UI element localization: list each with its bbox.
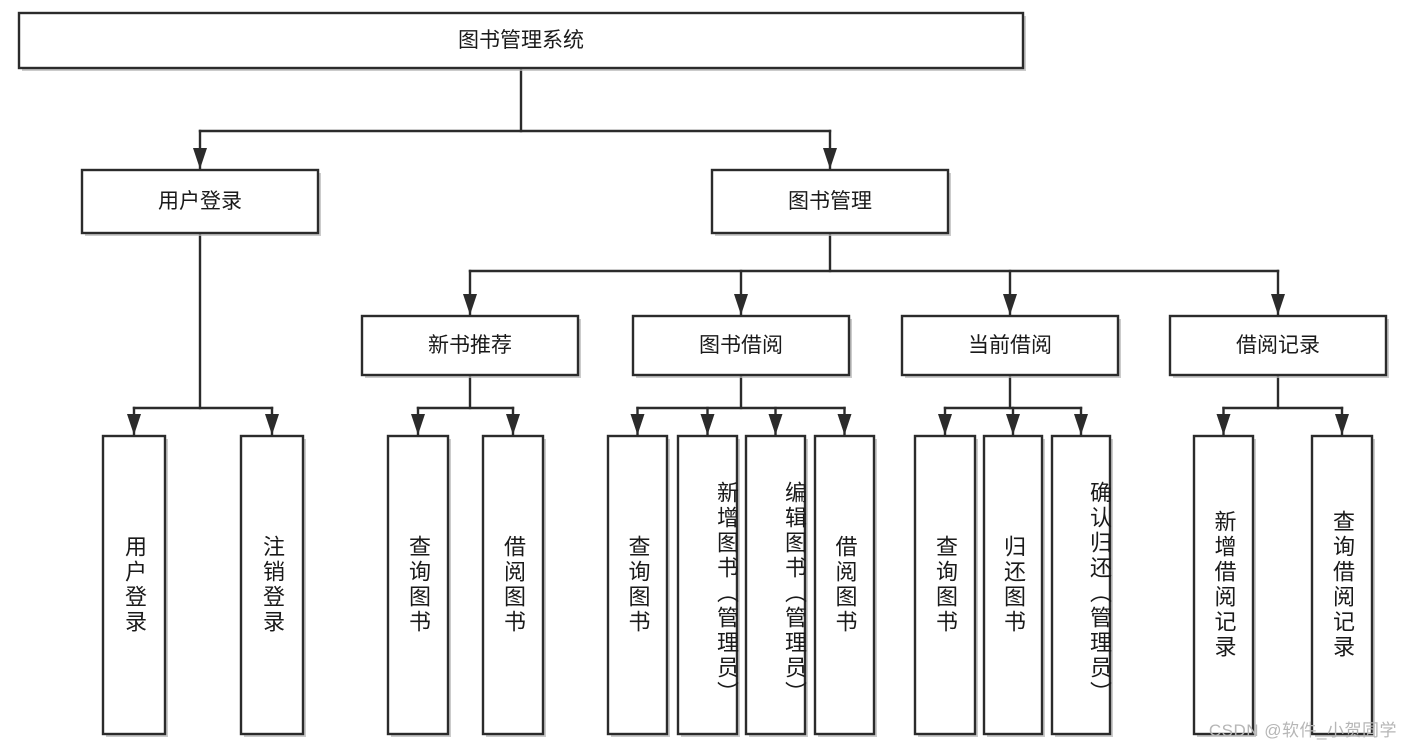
arrow-to-borrow-record — [1271, 294, 1285, 315]
arrow-to-leaf-query-book — [630, 414, 645, 435]
node-box-root[interactable] — [17, 11, 1025, 70]
node-label-user-login: 用户登录 — [158, 190, 242, 213]
node-box-leaf-return-book[interactable] — [982, 434, 1044, 736]
node-box-borrow-record[interactable] — [1168, 314, 1388, 377]
node-box-leaf-query-book-cur[interactable] — [913, 434, 977, 736]
node-label-borrow-record: 借阅记录 — [1236, 334, 1320, 357]
node-box-leaf-user-login[interactable] — [101, 434, 167, 736]
arrow-to-new-book-rec — [463, 294, 477, 315]
edges-layer — [127, 66, 1349, 436]
node-label-book-manage: 图书管理 — [788, 190, 872, 213]
node-box-new-book-rec[interactable] — [360, 314, 580, 377]
node-box-leaf-edit-book[interactable] — [744, 434, 807, 736]
arrow-to-leaf-query-book-rec — [411, 414, 425, 435]
node-box-leaf-query-record[interactable] — [1310, 434, 1374, 736]
node-box-book-manage[interactable] — [710, 168, 950, 235]
node-box-leaf-add-record[interactable] — [1192, 434, 1255, 736]
arrow-to-leaf-return-book — [1006, 414, 1020, 435]
arrow-to-current-borrow — [1003, 294, 1017, 315]
node-box-leaf-borrow-book-rec[interactable] — [481, 434, 545, 736]
node-box-leaf-query-book-rec[interactable] — [386, 434, 450, 736]
arrow-to-leaf-borrow-book — [837, 414, 852, 435]
node-box-leaf-query-book[interactable] — [606, 434, 669, 736]
arrow-to-user-login — [193, 148, 207, 169]
arrow-to-book-manage — [823, 148, 837, 169]
arrow-to-leaf-borrow-book-rec — [506, 414, 520, 435]
node-label-new-book-rec: 新书推荐 — [428, 334, 512, 357]
arrow-to-leaf-edit-book — [768, 414, 783, 435]
node-box-leaf-user-logout[interactable] — [239, 434, 305, 736]
csdn-watermark: CSDN @软件_小贺同学 — [1208, 721, 1397, 740]
node-label-book-borrow: 图书借阅 — [699, 334, 783, 357]
boxes-layer — [17, 11, 1389, 737]
node-box-leaf-confirm-return[interactable] — [1050, 434, 1112, 736]
arrow-to-leaf-query-book-cur — [938, 414, 952, 435]
arrow-to-leaf-add-book — [700, 414, 715, 435]
arrow-to-leaf-add-record — [1216, 414, 1231, 435]
node-box-leaf-add-book[interactable] — [676, 434, 739, 736]
arrow-to-leaf-confirm-return — [1074, 414, 1088, 435]
node-box-user-login[interactable] — [80, 168, 320, 235]
node-label-current-borrow: 当前借阅 — [968, 334, 1052, 357]
node-label-root: 图书管理系统 — [458, 29, 584, 52]
arrow-to-leaf-user-login — [127, 414, 141, 435]
arrow-to-leaf-query-record — [1335, 414, 1349, 435]
arrow-to-book-borrow — [734, 294, 748, 315]
arrow-to-leaf-user-logout — [265, 414, 279, 435]
node-box-leaf-borrow-book[interactable] — [813, 434, 876, 736]
node-box-current-borrow[interactable] — [900, 314, 1120, 377]
node-box-book-borrow[interactable] — [631, 314, 851, 377]
